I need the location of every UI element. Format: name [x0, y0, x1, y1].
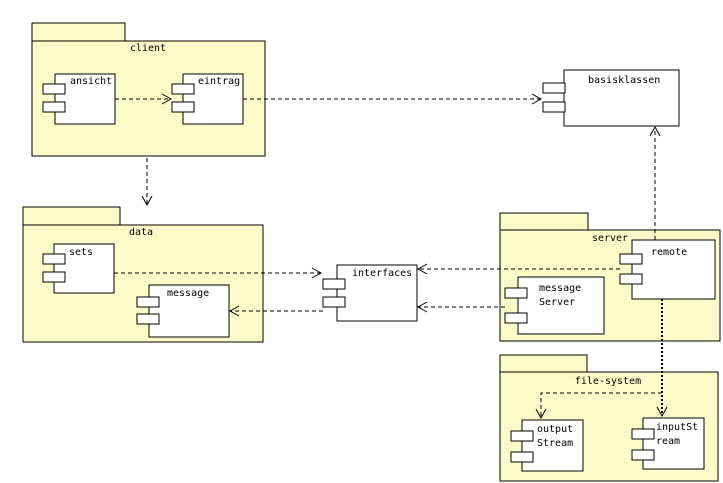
component-ansicht[interactable]: ansicht: [42, 73, 116, 125]
component-port: [42, 271, 66, 283]
package-data-label: data: [129, 227, 153, 238]
component-message-label: message: [167, 288, 209, 299]
component-sets[interactable]: sets: [42, 243, 115, 294]
component-port: [510, 430, 534, 442]
component-output-stream-label-1: output: [537, 424, 573, 435]
component-port: [510, 451, 534, 463]
component-port: [631, 449, 655, 461]
component-basisklassen-label: basisklassen: [588, 75, 660, 86]
component-message-server[interactable]: message Server: [504, 276, 605, 335]
component-output-stream[interactable]: output Stream: [510, 419, 584, 472]
dependency-remote-basisklassen: [649, 125, 661, 240]
component-interfaces-label: interfaces: [352, 268, 412, 279]
component-basisklassen[interactable]: basisklassen: [542, 69, 680, 127]
component-port: [42, 83, 66, 95]
component-message-server-label-2: Server: [539, 297, 575, 308]
dependency-sets-interfaces: [114, 267, 323, 279]
component-input-stream-label-1: inputSt: [656, 422, 698, 433]
component-port: [619, 253, 643, 265]
dependency-remote-input-stream: [656, 299, 668, 418]
component-eintrag[interactable]: eintrag: [171, 73, 244, 125]
package-server-label: server: [592, 233, 628, 244]
component-port: [504, 312, 528, 324]
dependency-eintrag-basisklassen: [243, 93, 543, 105]
component-port: [542, 101, 566, 113]
component-message-server-label-1: message: [539, 283, 581, 294]
dependency-ansicht-eintrag: [115, 93, 173, 105]
component-remote-label: remote: [651, 247, 687, 258]
component-port: [136, 313, 160, 325]
package-client-label: client: [130, 43, 166, 54]
dependency-remote-output-stream: [535, 392, 662, 420]
dependency-interfaces-message: [228, 305, 323, 317]
component-input-stream-label-2: ream: [656, 436, 680, 447]
component-port: [619, 273, 643, 285]
component-output-stream-label-2: Stream: [537, 438, 573, 449]
dependency-client-data: [141, 158, 153, 207]
component-port: [322, 296, 346, 308]
component-port: [631, 428, 655, 440]
component-port: [42, 253, 66, 265]
component-port: [136, 296, 160, 308]
component-ansicht-label: ansicht: [70, 76, 112, 87]
component-port: [542, 82, 566, 94]
component-port: [322, 278, 346, 290]
component-interfaces[interactable]: interfaces: [322, 264, 418, 322]
component-message[interactable]: message: [136, 284, 230, 338]
component-port: [171, 101, 195, 113]
dependency-message-server-interfaces: [416, 301, 505, 313]
component-remote[interactable]: remote: [619, 239, 716, 300]
component-input-stream[interactable]: inputSt ream: [631, 417, 705, 470]
dependency-remote-interfaces: [416, 263, 620, 275]
component-sets-label: sets: [69, 247, 93, 258]
component-eintrag-label: eintrag: [198, 76, 240, 87]
component-port: [42, 101, 66, 113]
package-file-system-label: file-system: [575, 376, 641, 387]
component-port: [171, 83, 195, 95]
component-port: [504, 287, 528, 299]
